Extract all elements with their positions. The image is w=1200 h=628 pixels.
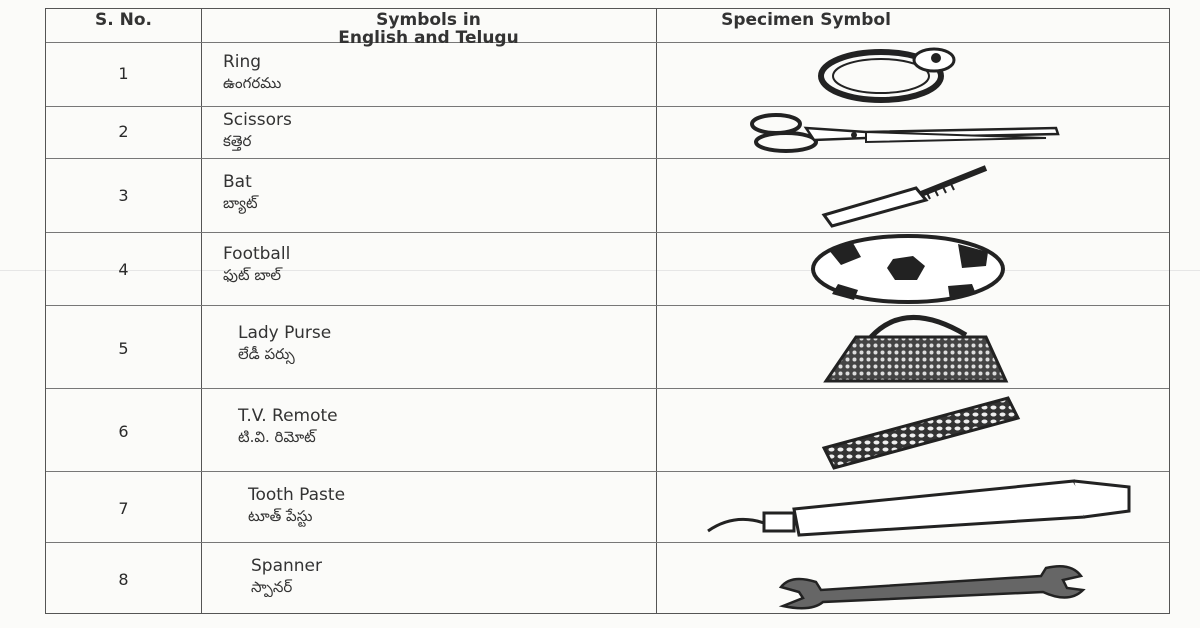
symbols-table: S. No. Symbols in English and Telugu Spe…	[45, 8, 1170, 614]
row-number: 3	[118, 186, 129, 205]
english-label: Ring	[223, 52, 262, 72]
telugu-label: టూత్ పేస్టు	[248, 507, 313, 525]
telugu-label: స్పానర్	[251, 578, 293, 596]
toothpaste-icon	[707, 479, 1131, 537]
column-divider	[656, 9, 657, 613]
header-row: S. No. Symbols in English and Telugu Spe…	[46, 9, 1169, 47]
column-divider	[201, 9, 202, 613]
bat-icon	[821, 165, 988, 228]
table-row: 4 Football ఫుట్ బాల్	[46, 232, 1169, 306]
football-icon	[811, 234, 1005, 304]
table-row: 6 T.V. Remote టి.వి. రిమోట్	[46, 388, 1169, 472]
header-symbols-line1: Symbols in	[376, 10, 481, 30]
telugu-label: కత్తెర	[223, 132, 252, 150]
remote-icon	[821, 396, 1021, 470]
row-number: 8	[118, 570, 129, 589]
row-number: 1	[118, 64, 129, 83]
english-label: Football	[223, 244, 291, 264]
table-row: 3 Bat బ్యాట్	[46, 158, 1169, 233]
table-row: 5 Lady Purse లేడీ పర్సు	[46, 305, 1169, 389]
english-label: Scissors	[223, 110, 292, 130]
row-number: 6	[118, 422, 129, 441]
spanner-icon	[778, 565, 1086, 610]
telugu-label: టి.వి. రిమోట్	[238, 428, 316, 446]
english-label: T.V. Remote	[238, 406, 338, 426]
table-row: 8 Spanner స్పానర్	[46, 542, 1169, 615]
row-number: 2	[118, 122, 129, 141]
header-symbols: Symbols in English and Telugu	[201, 11, 656, 47]
ring-icon	[818, 47, 956, 103]
header-sno: S. No.	[95, 10, 152, 30]
scan-artifact-line	[0, 270, 1200, 271]
english-label: Tooth Paste	[248, 485, 346, 505]
purse-icon	[823, 315, 1009, 383]
row-number: 4	[118, 260, 129, 279]
telugu-label: ఉంగరము	[223, 74, 282, 92]
telugu-label: ఫుట్ బాల్	[223, 266, 282, 284]
header-symbols-line2: English and Telugu	[338, 28, 519, 48]
english-label: Bat	[223, 172, 252, 192]
table-row: 2 Scissors కత్తెర	[46, 106, 1169, 159]
header-specimen: Specimen Symbol	[721, 10, 891, 30]
table-row: 1 Ring ఉంగరము	[46, 42, 1169, 107]
telugu-label: లేడీ పర్సు	[238, 345, 295, 363]
table-row: 7 Tooth Paste టూత్ పేస్టు	[46, 471, 1169, 543]
scissors-icon	[750, 113, 1060, 153]
english-label: Spanner	[251, 556, 322, 576]
english-label: Lady Purse	[238, 323, 332, 343]
row-number: 5	[118, 339, 129, 358]
row-number: 7	[118, 499, 129, 518]
telugu-label: బ్యాట్	[223, 194, 258, 212]
